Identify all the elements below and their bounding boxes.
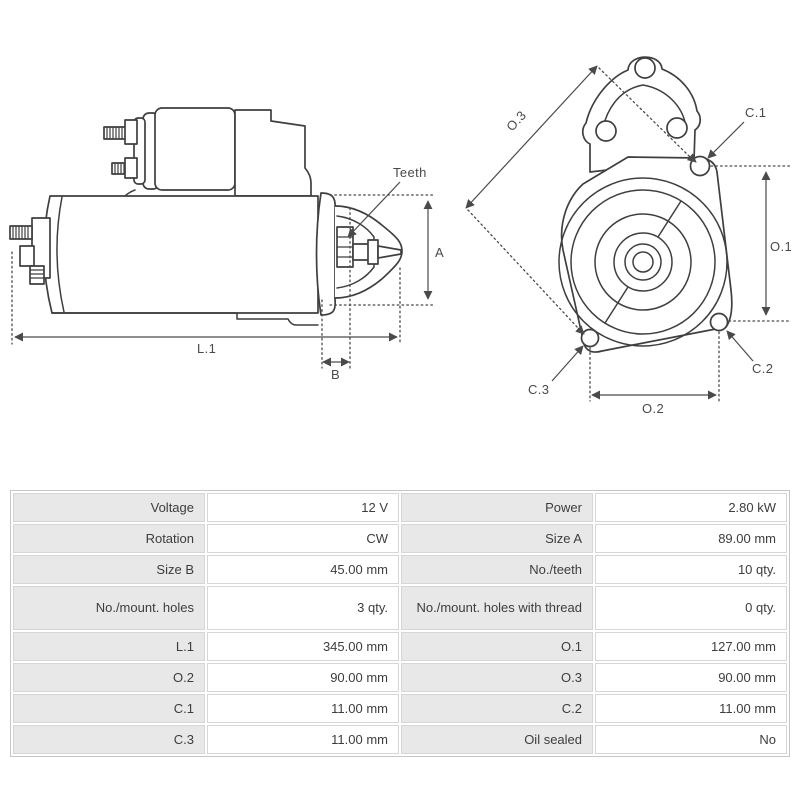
pinion-shaft xyxy=(352,243,370,261)
callout-c2: C.2 xyxy=(726,330,773,376)
spec-label-cell: Power xyxy=(401,493,593,522)
drive-end-bracket xyxy=(234,109,312,197)
bell-inner-arc xyxy=(600,84,687,141)
dimension-o2: O.2 xyxy=(589,331,720,416)
dimension-o1: O.1 xyxy=(710,165,792,322)
dim-label-c2: C.2 xyxy=(752,361,773,376)
spec-label-cell: No./mount. holes xyxy=(13,586,205,630)
spec-value-cell: 3 qty. xyxy=(207,586,399,630)
dimension-l1: L.1 xyxy=(11,251,401,356)
dim-label-o3: O.3 xyxy=(503,108,529,134)
teeth-callout: Teeth xyxy=(347,165,427,238)
mount-hole-c3 xyxy=(580,328,600,348)
hub-circle xyxy=(624,243,662,281)
spec-label-cell: L.1 xyxy=(13,632,205,661)
spec-label-cell: Size B xyxy=(13,555,205,584)
mounting-flange xyxy=(560,156,733,353)
spec-value-cell: 12 V xyxy=(207,493,399,522)
dim-label-b: B xyxy=(331,367,340,382)
spec-label-cell: Rotation xyxy=(13,524,205,553)
spec-value-cell: 10 qty. xyxy=(595,555,787,584)
dimension-a: A xyxy=(329,194,444,306)
motor-body-cap-line xyxy=(56,196,65,313)
flange-circles xyxy=(558,177,728,347)
callout-c3: C.3 xyxy=(528,345,584,397)
spec-table: Voltage 12 V Power 2.80 kW Rotation CW S… xyxy=(10,490,790,757)
spec-label-cell: No./teeth xyxy=(401,555,593,584)
dim-label-l1: L.1 xyxy=(197,341,216,356)
spec-value-cell: 11.00 mm xyxy=(595,694,787,723)
shaft-bore xyxy=(632,251,654,273)
teeth-label: Teeth xyxy=(393,165,427,180)
spec-value-cell: 127.00 mm xyxy=(595,632,787,661)
motor-body-bottom-step xyxy=(51,312,319,326)
spec-value-cell: 89.00 mm xyxy=(595,524,787,553)
spec-row-voltage-power: Voltage 12 V Power 2.80 kW xyxy=(13,493,787,522)
spec-value-cell: 90.00 mm xyxy=(207,663,399,692)
front-view: O.3 C.1 O.1 C.2 C.3 xyxy=(465,56,792,416)
spec-value-cell: 2.80 kW xyxy=(595,493,787,522)
spec-value-cell: 345.00 mm xyxy=(207,632,399,661)
spec-label-cell: C.1 xyxy=(13,694,205,723)
flange-edge xyxy=(315,192,337,316)
spec-label-cell: C.3 xyxy=(13,725,205,754)
spec-label-cell: Size A xyxy=(401,524,593,553)
spec-label-cell: Oil sealed xyxy=(401,725,593,754)
bell-hole-right xyxy=(666,117,688,139)
side-view: A Teeth L.1 B xyxy=(9,107,444,382)
mount-hole-c2 xyxy=(709,312,729,332)
dimension-b: B xyxy=(321,207,351,382)
spec-row-rotation-sizea: Rotation CW Size A 89.00 mm xyxy=(13,524,787,553)
bell-hole-top xyxy=(634,57,656,79)
spec-value-cell: 45.00 mm xyxy=(207,555,399,584)
spec-row-c3-oilsealed: C.3 11.00 mm Oil sealed No xyxy=(13,725,787,754)
spec-label-cell: Voltage xyxy=(13,493,205,522)
spec-label-cell: O.2 xyxy=(13,663,205,692)
spec-row-c1-c2: C.1 11.00 mm C.2 11.00 mm xyxy=(13,694,787,723)
dim-label-c3: C.3 xyxy=(528,382,549,397)
spec-row-l1-o1: L.1 345.00 mm O.1 127.00 mm xyxy=(13,632,787,661)
dim-label-c1: C.1 xyxy=(745,105,766,120)
shaft-tip xyxy=(377,245,402,259)
motor-body xyxy=(43,195,319,314)
solenoid-body xyxy=(154,107,236,191)
spec-row-sizeb-teeth: Size B 45.00 mm No./teeth 10 qty. xyxy=(13,555,787,584)
spec-value-cell: 11.00 mm xyxy=(207,694,399,723)
spec-label-cell: C.2 xyxy=(401,694,593,723)
spec-label-cell: O.1 xyxy=(401,632,593,661)
spec-value-cell: 90.00 mm xyxy=(595,663,787,692)
spec-label-cell: O.3 xyxy=(401,663,593,692)
solenoid-terminal-studs xyxy=(103,119,138,179)
battery-terminal xyxy=(9,217,51,285)
spec-label-cell: No./mount. holes with thread xyxy=(401,586,593,630)
spec-value-cell: 11.00 mm xyxy=(207,725,399,754)
hub-circle xyxy=(613,232,673,292)
starter-motor-diagram: A Teeth L.1 B xyxy=(9,56,792,416)
spec-value-cell: 0 qty. xyxy=(595,586,787,630)
spec-row-o2-o3: O.2 90.00 mm O.3 90.00 mm xyxy=(13,663,787,692)
spec-value-cell: No xyxy=(595,725,787,754)
bell-hole-left xyxy=(595,120,617,142)
shaft-collar xyxy=(367,239,379,265)
spec-value-cell: CW xyxy=(207,524,399,553)
dim-label-a: A xyxy=(435,245,444,260)
lever-slot-lines xyxy=(604,200,682,324)
spec-row-mount-holes: No./mount. holes 3 qty. No./mount. holes… xyxy=(13,586,787,630)
dim-label-o1: O.1 xyxy=(770,239,792,254)
callout-c1: C.1 xyxy=(707,105,766,159)
dim-label-o2: O.2 xyxy=(642,401,664,416)
